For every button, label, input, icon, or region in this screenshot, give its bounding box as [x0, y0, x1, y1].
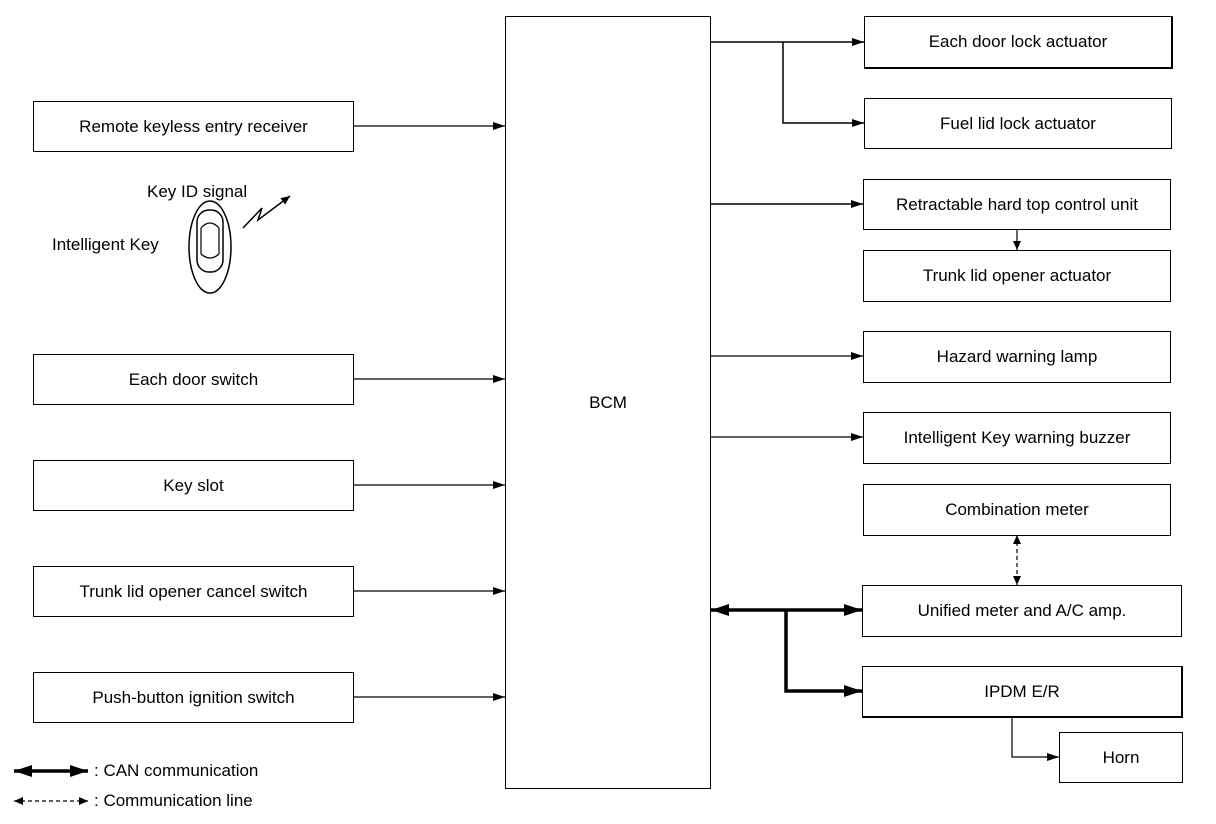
- remote-keyless-box: Remote keyless entry receiver: [33, 101, 354, 152]
- intelligent-key-icon: [188, 200, 232, 294]
- unified-meter-box: Unified meter and A/C amp.: [862, 585, 1182, 637]
- each-door-switch-label: Each door switch: [128, 369, 259, 389]
- door-lock-label: Each door lock actuator: [928, 32, 1108, 51]
- ipdm-label: IPDM E/R: [984, 681, 1060, 701]
- warning-buzzer-label: Intelligent Key warning buzzer: [903, 428, 1131, 447]
- intelligent-key-label: Intelligent Key: [52, 235, 159, 254]
- trunk-actuator-label: Trunk lid opener actuator: [922, 266, 1112, 285]
- fuel-lid-label: Fuel lid lock actuator: [940, 113, 1096, 133]
- unified-meter-label: Unified meter and A/C amp.: [917, 601, 1127, 620]
- horn-box: Horn: [1059, 732, 1183, 783]
- key-id-signal-label: Key ID signal: [147, 182, 248, 201]
- door-lock-box: Each door lock actuator: [864, 16, 1173, 69]
- trunk-actuator-box: Trunk lid opener actuator: [863, 250, 1171, 302]
- retractable-top-label: Retractable hard top control unit: [896, 194, 1138, 214]
- bcm-label: BCM: [589, 392, 627, 412]
- legend-comm-label: : Communication line: [94, 791, 253, 810]
- push-button-box: Push-button ignition switch: [33, 672, 354, 723]
- trunk-cancel-label: Trunk lid opener cancel switch: [79, 581, 308, 601]
- ipdm-box: IPDM E/R: [862, 666, 1183, 718]
- legend-can-label: : CAN communication: [94, 761, 259, 780]
- key-slot-box: Key slot: [33, 460, 354, 511]
- combination-meter-box: Combination meter: [863, 484, 1171, 536]
- wire-horn: [1011, 717, 1059, 761]
- wire-fuel-lid: [782, 42, 864, 127]
- hazard-label: Hazard warning lamp: [936, 347, 1098, 366]
- hazard-box: Hazard warning lamp: [863, 331, 1171, 383]
- retractable-top-box: Retractable hard top control unit: [863, 179, 1171, 230]
- trunk-cancel-box: Trunk lid opener cancel switch: [33, 566, 354, 617]
- remote-keyless-label: Remote keyless entry receiver: [79, 116, 308, 136]
- warning-buzzer-box: Intelligent Key warning buzzer: [863, 412, 1171, 464]
- fuel-lid-box: Fuel lid lock actuator: [864, 98, 1172, 149]
- push-button-label: Push-button ignition switch: [92, 687, 295, 707]
- horn-label: Horn: [1102, 747, 1140, 767]
- combination-meter-label: Combination meter: [945, 500, 1089, 519]
- key-slot-label: Key slot: [163, 475, 224, 495]
- each-door-switch-box: Each door switch: [33, 354, 354, 405]
- bcm-block: BCM: [505, 16, 711, 789]
- signal-zigzag-icon: [242, 195, 291, 229]
- wire-can-ipdm: [784, 610, 862, 697]
